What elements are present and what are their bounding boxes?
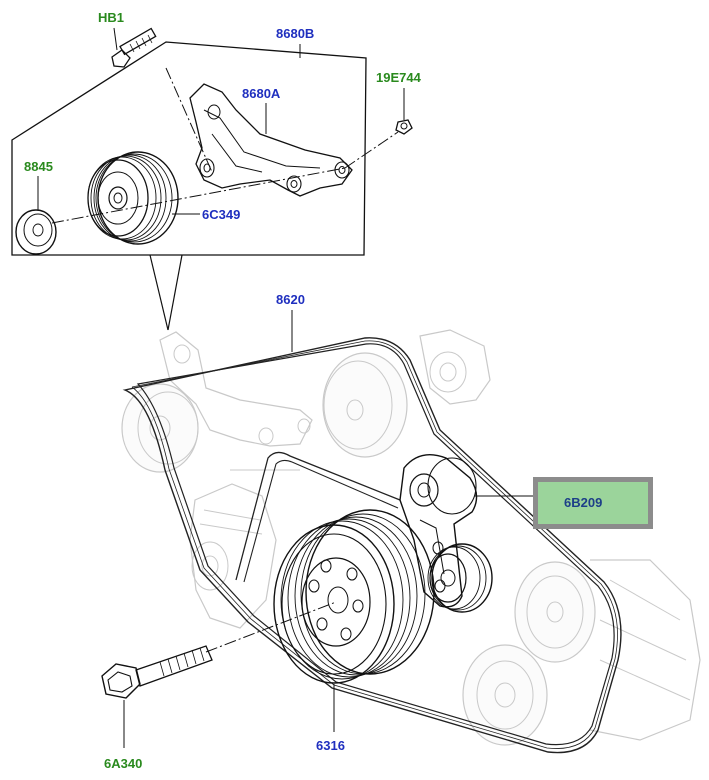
highlight-fill-6b209 (538, 482, 648, 524)
centerline-crank-bolt (205, 601, 337, 653)
drive-belt-8620[interactable] (122, 337, 622, 754)
callout-8680a[interactable]: 8680A (242, 86, 281, 101)
callout-8620[interactable]: 8620 (276, 292, 305, 307)
centerline-nut (344, 131, 399, 169)
callout-8845[interactable]: 8845 (24, 159, 53, 174)
callout-6c349[interactable]: 6C349 (202, 207, 240, 222)
centerline-bolt (165, 67, 213, 173)
callout-6a340[interactable]: 6A340 (104, 756, 142, 771)
frame-pointer-left (149, 254, 169, 331)
bolt-hb1[interactable] (111, 27, 157, 68)
callout-6316[interactable]: 6316 (316, 738, 345, 753)
callout-8680b[interactable]: 8680B (276, 26, 314, 41)
crankshaft-pulley-6316[interactable] (273, 509, 435, 684)
nut-19e744[interactable] (395, 119, 413, 135)
frame-pointer-right (167, 254, 183, 331)
idler-pulley-6c349[interactable] (87, 151, 179, 245)
belt-tensioner-6b209[interactable] (399, 454, 493, 613)
exploded-view-frame (11, 41, 367, 256)
crank-bolt-6a340[interactable] (101, 645, 213, 699)
callout-19e744[interactable]: 19E744 (376, 70, 422, 85)
dust-cap-8845[interactable] (15, 209, 57, 255)
engine-outline (121, 329, 701, 746)
callout-6b209[interactable]: 6B209 (564, 495, 602, 510)
leader-hb1 (113, 27, 118, 51)
bracket-8680a[interactable] (189, 83, 353, 197)
callout-hb1[interactable]: HB1 (98, 10, 124, 25)
